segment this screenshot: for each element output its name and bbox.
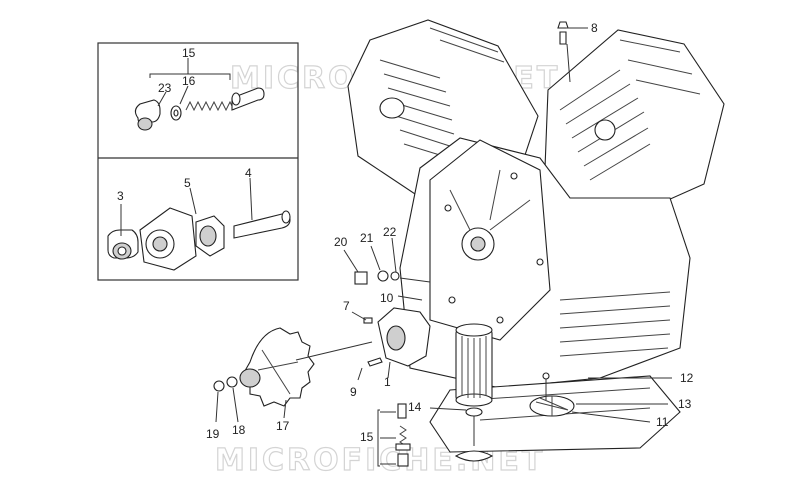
oil-pump-and-sprocket [213, 237, 431, 423]
callout-20: 20 [334, 235, 348, 249]
callout-7: 7 [343, 299, 350, 313]
callout-1: 1 [384, 375, 391, 389]
callout-11: 11 [656, 415, 669, 429]
oil-filter-and-sump-parts [377, 323, 672, 467]
inset-panel [97, 42, 299, 281]
callout-16: 16 [182, 74, 196, 88]
callout-8: 8 [591, 21, 598, 35]
callout-14: 14 [408, 400, 422, 414]
callout-13: 13 [678, 397, 692, 411]
callout-23: 23 [158, 81, 172, 95]
callout-18: 18 [232, 423, 246, 437]
callout-21: 21 [360, 231, 374, 245]
callout-3: 3 [117, 189, 124, 203]
callout-15-bottom: 15 [360, 430, 374, 444]
callout-19: 19 [206, 427, 220, 441]
callout-17: 17 [276, 419, 290, 433]
callout-5: 5 [184, 176, 191, 190]
callout-15-top: 15 [182, 46, 196, 60]
callout-9: 9 [350, 385, 357, 399]
callout-4: 4 [245, 166, 252, 180]
callout-12: 12 [680, 371, 694, 385]
callout-10: 10 [380, 291, 394, 305]
oil-pump-exploded [107, 177, 291, 271]
relief-valve-assembly [134, 58, 265, 131]
callout-22: 22 [383, 225, 397, 239]
